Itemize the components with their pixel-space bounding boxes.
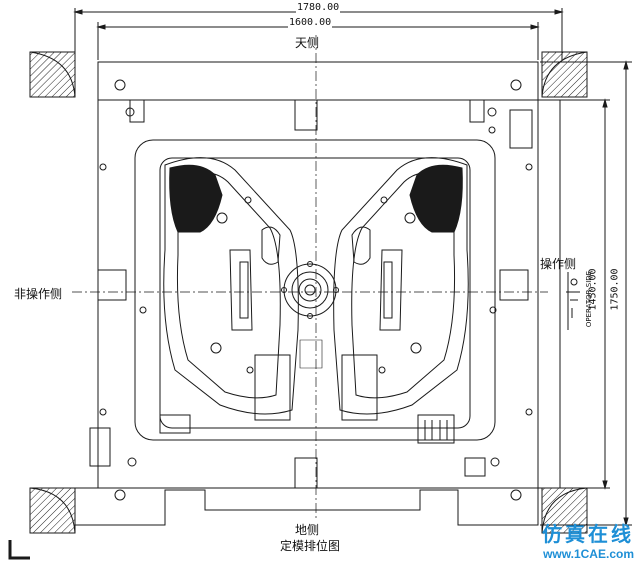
sprue-locating-ring (281, 261, 339, 369)
corner-block-top-left (29, 51, 76, 98)
clamp-slots (89, 99, 533, 489)
drawing-caption: 定模排位图 (280, 539, 341, 553)
cavity-insert-outer (134, 139, 496, 441)
corner-block-bottom-left (29, 487, 76, 534)
label-operator-side: 操作侧 (540, 257, 577, 271)
mold-plate-outline (97, 99, 539, 489)
cavity-insert-inner (159, 157, 471, 429)
watermark-line1: 仿真在线 (542, 522, 634, 546)
part-right (333, 157, 469, 421)
guide-holes (99, 79, 533, 501)
operator-marker (566, 272, 580, 330)
view-corner-marker (8, 540, 30, 560)
center-lines (72, 35, 548, 520)
label-non-operator-side: 非操作侧 (14, 287, 63, 301)
watermark-logo: 仿真在线 www.1CAE.com (542, 518, 634, 561)
watermark-line2: www.1CAE.com (543, 547, 634, 561)
corner-block-top-right (541, 51, 588, 98)
dimension-overall-height: 1750.00 (609, 268, 621, 311)
dimension-overall-width: 1780.00 (296, 2, 341, 13)
label-operator-side-en: OPERATOR SIDE (585, 270, 594, 328)
label-bottom-side: 地侧 (295, 523, 320, 537)
inner-height-dimension (540, 98, 610, 490)
corner-block-bottom-right (541, 487, 588, 534)
inner-width-dimension (96, 22, 540, 60)
part-left (163, 157, 299, 421)
mold-base-outline (74, 61, 561, 526)
label-top-side: 天侧 (295, 36, 320, 50)
dimension-inner-width: 1600.00 (288, 17, 333, 28)
